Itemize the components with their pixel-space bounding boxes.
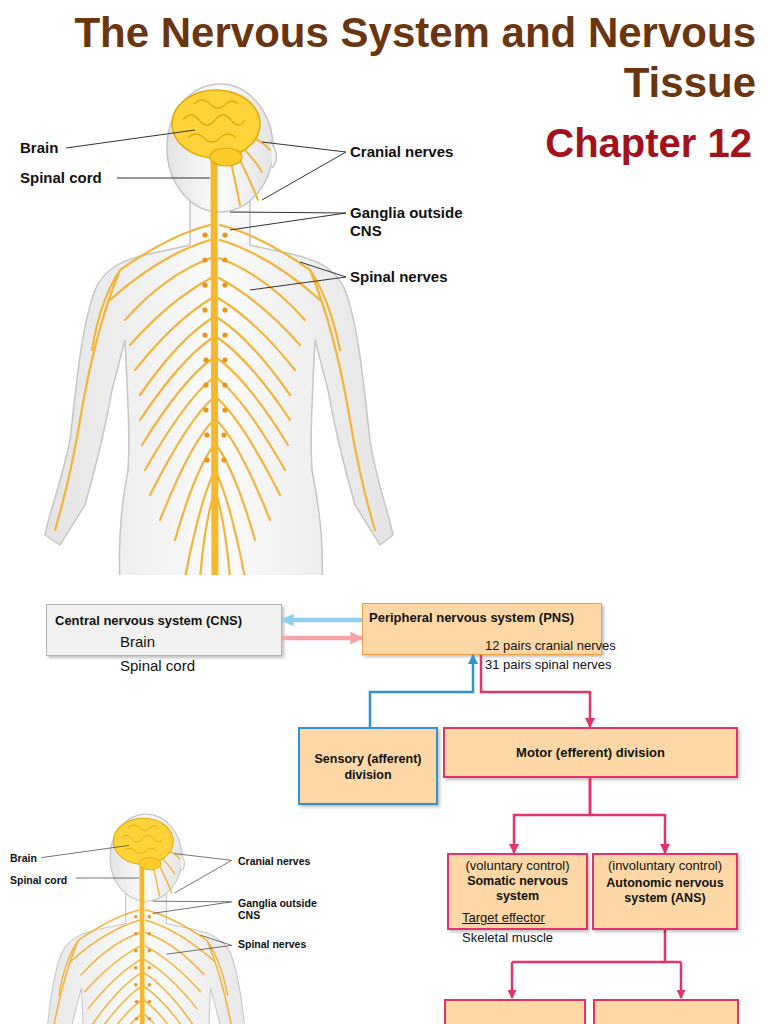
box-text: Skeletal muscle xyxy=(462,930,553,946)
division-box: Motor (efferent) division xyxy=(443,727,738,778)
part-label: Spinal nerves xyxy=(350,268,448,286)
connector-arrow xyxy=(514,778,590,853)
connector-arrow xyxy=(370,655,473,727)
part-label: Brain xyxy=(20,139,58,157)
page-title: The Nervous System and Nervous Tissue xyxy=(56,8,756,108)
box-heading: Central nervous system (CNS) xyxy=(55,613,242,629)
division-box: Sensory (afferent) division xyxy=(298,727,438,805)
body-figure-large xyxy=(45,84,393,580)
connector-arrow xyxy=(282,618,362,623)
box-heading: (voluntary control) xyxy=(449,858,586,874)
box-heading: Motor (efferent) division xyxy=(445,745,736,761)
part-label: Cranial nerves xyxy=(350,143,453,161)
part-label: Spinal nerves xyxy=(238,938,306,951)
subsystem-box: (voluntary control)Somatic nervous syste… xyxy=(447,853,588,930)
connector-arrow xyxy=(590,778,665,853)
body-figure-small xyxy=(27,814,264,1024)
cut-off-box xyxy=(594,1000,738,1024)
connector-arrow xyxy=(282,636,362,641)
box-text: Brain xyxy=(120,633,155,651)
box-text: Autonomic nervous system (ANS) xyxy=(594,876,736,906)
box-heading: Sensory (afferent) division xyxy=(300,751,436,783)
box-text: Target effector xyxy=(462,910,545,926)
part-label: Ganglia outside CNS xyxy=(350,204,480,240)
cut-off-box xyxy=(445,1000,585,1024)
system-box: Peripheral nervous system (PNS)12 pairs … xyxy=(362,603,602,655)
box-heading: Peripheral nervous system (PNS) xyxy=(369,610,574,626)
box-text: Somatic nervous system xyxy=(449,874,586,904)
subsystem-box: (involuntary control) Autonomic nervous s… xyxy=(592,853,738,930)
system-box: Central nervous system (CNS)BrainSpinal … xyxy=(46,604,282,656)
box-text: 12 pairs cranial nerves xyxy=(485,638,616,654)
part-label: Spinal cord xyxy=(20,169,102,187)
box-text: Spinal cord xyxy=(120,657,195,675)
box-heading: (involuntary control) xyxy=(594,858,736,874)
part-label: Cranial nerves xyxy=(238,855,310,868)
part-label: Brain xyxy=(10,852,37,865)
box-text: 31 pairs spinal nerves xyxy=(485,657,611,673)
chapter-number: Chapter 12 xyxy=(440,120,752,166)
part-label: Ganglia outside CNS xyxy=(238,897,330,921)
part-label: Spinal cord xyxy=(10,874,67,887)
